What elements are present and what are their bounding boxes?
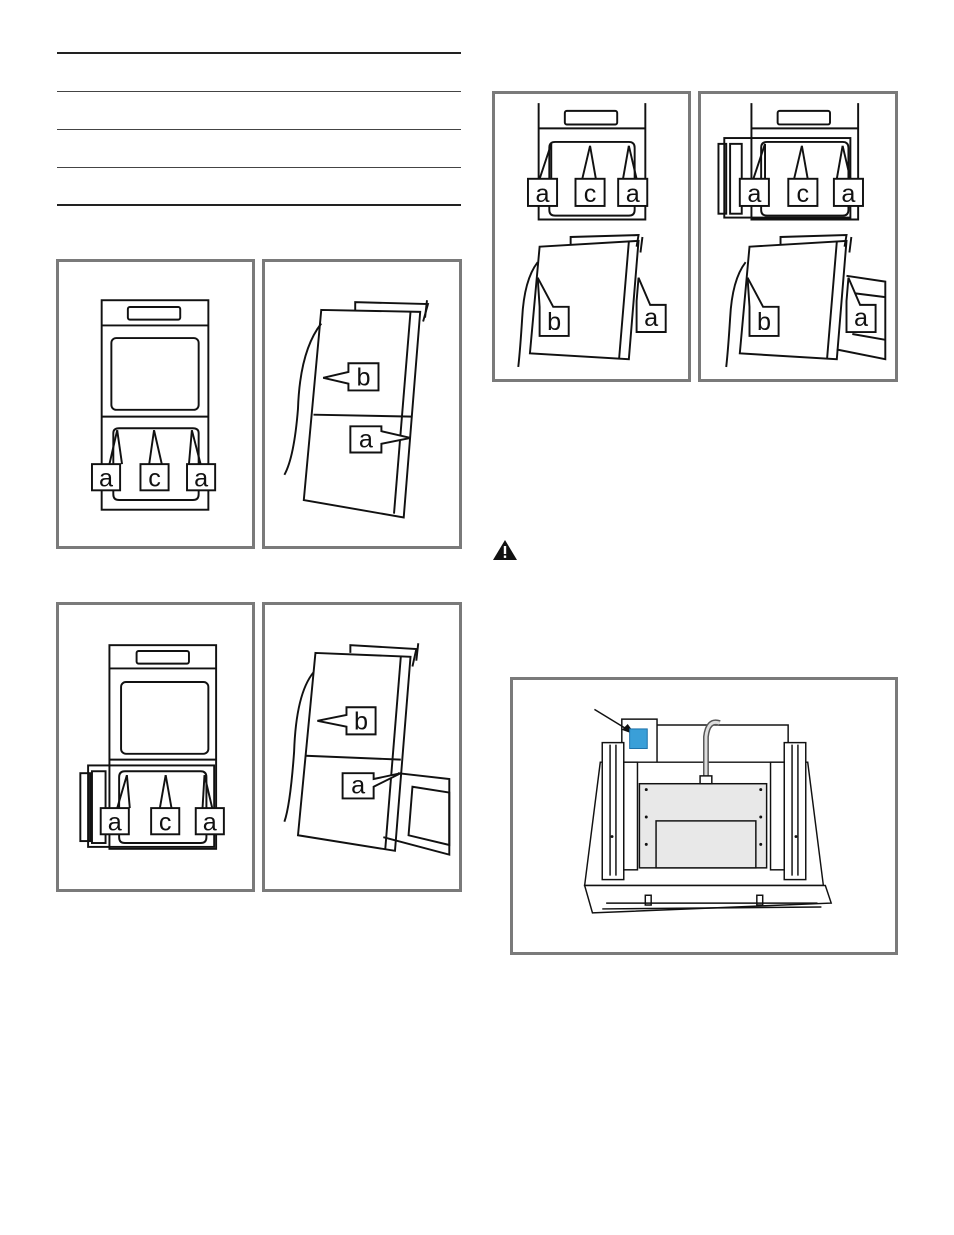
rating-label-tag: [629, 728, 648, 749]
callout-label: a: [99, 464, 114, 492]
figure-double-oven-drawer: a c a b a: [698, 91, 898, 382]
figure-oven-front-drawer: a c a: [56, 602, 255, 892]
callout-label: c: [797, 180, 810, 208]
callout-label: b: [356, 364, 370, 392]
table-rule: [57, 167, 461, 168]
callout-label: c: [584, 180, 597, 208]
callout-label: b: [354, 708, 368, 736]
callout-label: a: [351, 772, 366, 800]
table-rule-top: [57, 52, 461, 54]
oven-front-drawer-drawing: a c a: [79, 644, 225, 850]
oven-side-drawing: b a: [283, 300, 430, 519]
oven-front-drawing: a c a: [91, 299, 217, 511]
callout-label: b: [757, 308, 771, 336]
callout-label: a: [194, 464, 209, 492]
callout-label: c: [148, 464, 161, 492]
figure-oven-side-drawer: b a: [262, 602, 462, 892]
warning-triangle-icon: [493, 540, 517, 560]
oven-side-drawer-drawing: b a: [283, 643, 451, 856]
callout-label: c: [159, 808, 172, 836]
table-rule-bottom: [57, 204, 461, 206]
table-rule: [57, 129, 461, 130]
double-oven-drawer-drawing: a c a b a: [717, 103, 887, 368]
figure-double-oven: a c a b a: [492, 91, 691, 382]
callout-label: a: [841, 180, 856, 208]
callout-label: a: [359, 426, 374, 454]
figure-oven-front: a c a: [56, 259, 255, 549]
figure-cabinet-installation: [510, 677, 898, 955]
callout-label: b: [547, 308, 561, 336]
cabinet-installation-drawing: [583, 708, 833, 914]
callout-label: a: [536, 180, 551, 208]
double-oven-drawing: a c a b a: [517, 103, 667, 368]
callout-label: a: [108, 808, 123, 836]
table-rule: [57, 91, 461, 92]
callout-label: a: [626, 180, 641, 208]
callout-label: a: [854, 304, 869, 332]
callout-label: a: [203, 808, 218, 836]
figure-oven-side: b a: [262, 259, 462, 549]
callout-label: a: [747, 180, 762, 208]
callout-label: a: [644, 304, 659, 332]
